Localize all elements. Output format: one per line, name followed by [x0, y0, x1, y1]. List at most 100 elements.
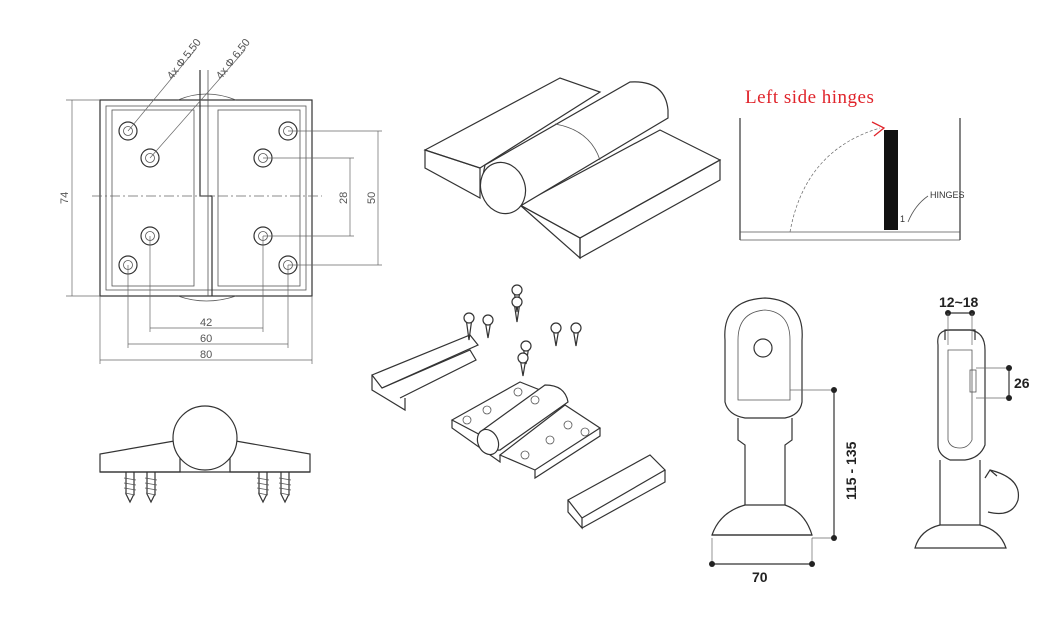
- screw-head: [570, 322, 582, 334]
- support-foot-side: 12~18 26: [914, 294, 1030, 549]
- dim-dot: [709, 561, 715, 567]
- side-bracket-inner: [947, 349, 973, 449]
- hole: [118, 121, 138, 141]
- dim-60-label: 60: [200, 333, 212, 345]
- iso-right-front: [519, 204, 581, 260]
- thickness-range-label: 12~18: [939, 294, 979, 310]
- profile-right-leaf: [229, 439, 311, 473]
- screw-head: [520, 340, 532, 352]
- clip-right-lower: [581, 470, 666, 529]
- rotate-arrow-icon: [987, 469, 1020, 515]
- exploded-leaf-holes: [462, 387, 590, 460]
- screw: [146, 472, 156, 504]
- profile-left-leaf: [99, 439, 181, 473]
- slot-height-label: 26: [1014, 375, 1030, 391]
- swing-arc: [789, 127, 881, 233]
- hole: [482, 405, 492, 415]
- door-panel: [884, 130, 898, 230]
- hinge-isometric-view: [423, 77, 722, 260]
- left-leaf: [111, 109, 195, 287]
- foot-pin-hole: [753, 338, 773, 358]
- screw: [280, 472, 290, 504]
- side-bracket: [937, 329, 986, 461]
- exploded-right-edge: [534, 428, 601, 480]
- side-top-slot: [944, 329, 976, 340]
- exploded-left-edge: [451, 420, 501, 464]
- leader-large-hole: [149, 49, 246, 159]
- screw-head: [511, 284, 523, 296]
- profile-screws: [123, 472, 292, 504]
- height-range-label: 115 - 135: [843, 441, 859, 500]
- knuckle-bottom: [177, 295, 237, 302]
- dim-dot: [809, 561, 815, 567]
- side-slot-mark: [969, 369, 977, 393]
- support-foot-front: 115 - 135 70: [709, 297, 859, 585]
- hinge-side-profile: [99, 405, 311, 504]
- hole-inner: [123, 126, 133, 136]
- hole-label-large: 4x Φ 6.50: [214, 37, 253, 82]
- iso-knuckle-split: [554, 123, 601, 161]
- hinges-callout: HINGES: [930, 190, 965, 200]
- hole: [462, 415, 472, 425]
- screw-head: [482, 314, 494, 326]
- dim-dot: [1006, 365, 1012, 371]
- foot-bracket-inner: [737, 309, 791, 401]
- foot-base: [711, 504, 813, 536]
- right-leaf: [217, 109, 301, 287]
- iso-left-side: [424, 149, 481, 200]
- foot-bracket: [724, 297, 803, 419]
- clip-left: [371, 334, 479, 389]
- hole-label-small: 4x Φ 5.50: [165, 37, 204, 82]
- dim-height-label: 74: [59, 192, 71, 204]
- hinge-plate-inner: [105, 105, 307, 291]
- screw: [125, 472, 135, 504]
- hinge-front-view: 4x Φ 5.50 4x Φ 6.50 74 28 50 42 60 80: [59, 37, 382, 364]
- foot-post: [737, 418, 793, 506]
- hole: [530, 395, 540, 405]
- dim-50-label: 50: [366, 192, 378, 204]
- clip-right-side: [567, 500, 583, 530]
- exploded-screws: [463, 284, 582, 377]
- knuckle-top: [177, 93, 237, 101]
- hole: [520, 450, 530, 460]
- hole: [563, 420, 573, 430]
- exploded-knuckle-end: [476, 428, 500, 456]
- hole: [545, 435, 555, 445]
- knuckle-centerline: [199, 70, 213, 296]
- side-post: [939, 460, 981, 526]
- screw-thread: [278, 477, 292, 496]
- dim-28-label: 28: [338, 192, 350, 204]
- hole-inner: [145, 153, 155, 163]
- hinge-mark: 1: [900, 214, 905, 224]
- hole: [513, 387, 523, 397]
- leader-small-hole: [127, 49, 196, 132]
- dim-dot: [1006, 395, 1012, 401]
- door-swing-diagram: Left side hinges HINGES 1: [739, 87, 965, 241]
- screw-head: [511, 296, 523, 308]
- dim-80-label: 80: [200, 349, 212, 361]
- screw-head: [550, 322, 562, 334]
- screw-thread: [123, 477, 137, 496]
- iso-right-side: [579, 158, 721, 260]
- clip-left-lower: [381, 349, 477, 399]
- screw-head: [463, 312, 475, 324]
- base-width-label: 70: [752, 569, 768, 585]
- left-side-hinges-title: Left side hinges: [745, 87, 874, 108]
- hinges-leader: [907, 195, 929, 223]
- dim-dot: [831, 387, 837, 393]
- dim-42-label: 42: [200, 317, 212, 329]
- hole: [580, 427, 590, 437]
- rotate-arrowhead-icon: [984, 469, 998, 479]
- hole: [140, 148, 160, 168]
- dim-dot: [831, 535, 837, 541]
- iso-knuckle-end: [479, 161, 527, 215]
- hinge-exploded-view: [371, 284, 666, 530]
- screw: [258, 472, 268, 504]
- profile-knuckle: [172, 405, 238, 471]
- screw-thread: [256, 477, 270, 496]
- screw-thread: [144, 477, 158, 496]
- clip-left-side: [371, 375, 406, 412]
- side-base: [914, 524, 1007, 549]
- hinge-plate-outline: [99, 99, 313, 297]
